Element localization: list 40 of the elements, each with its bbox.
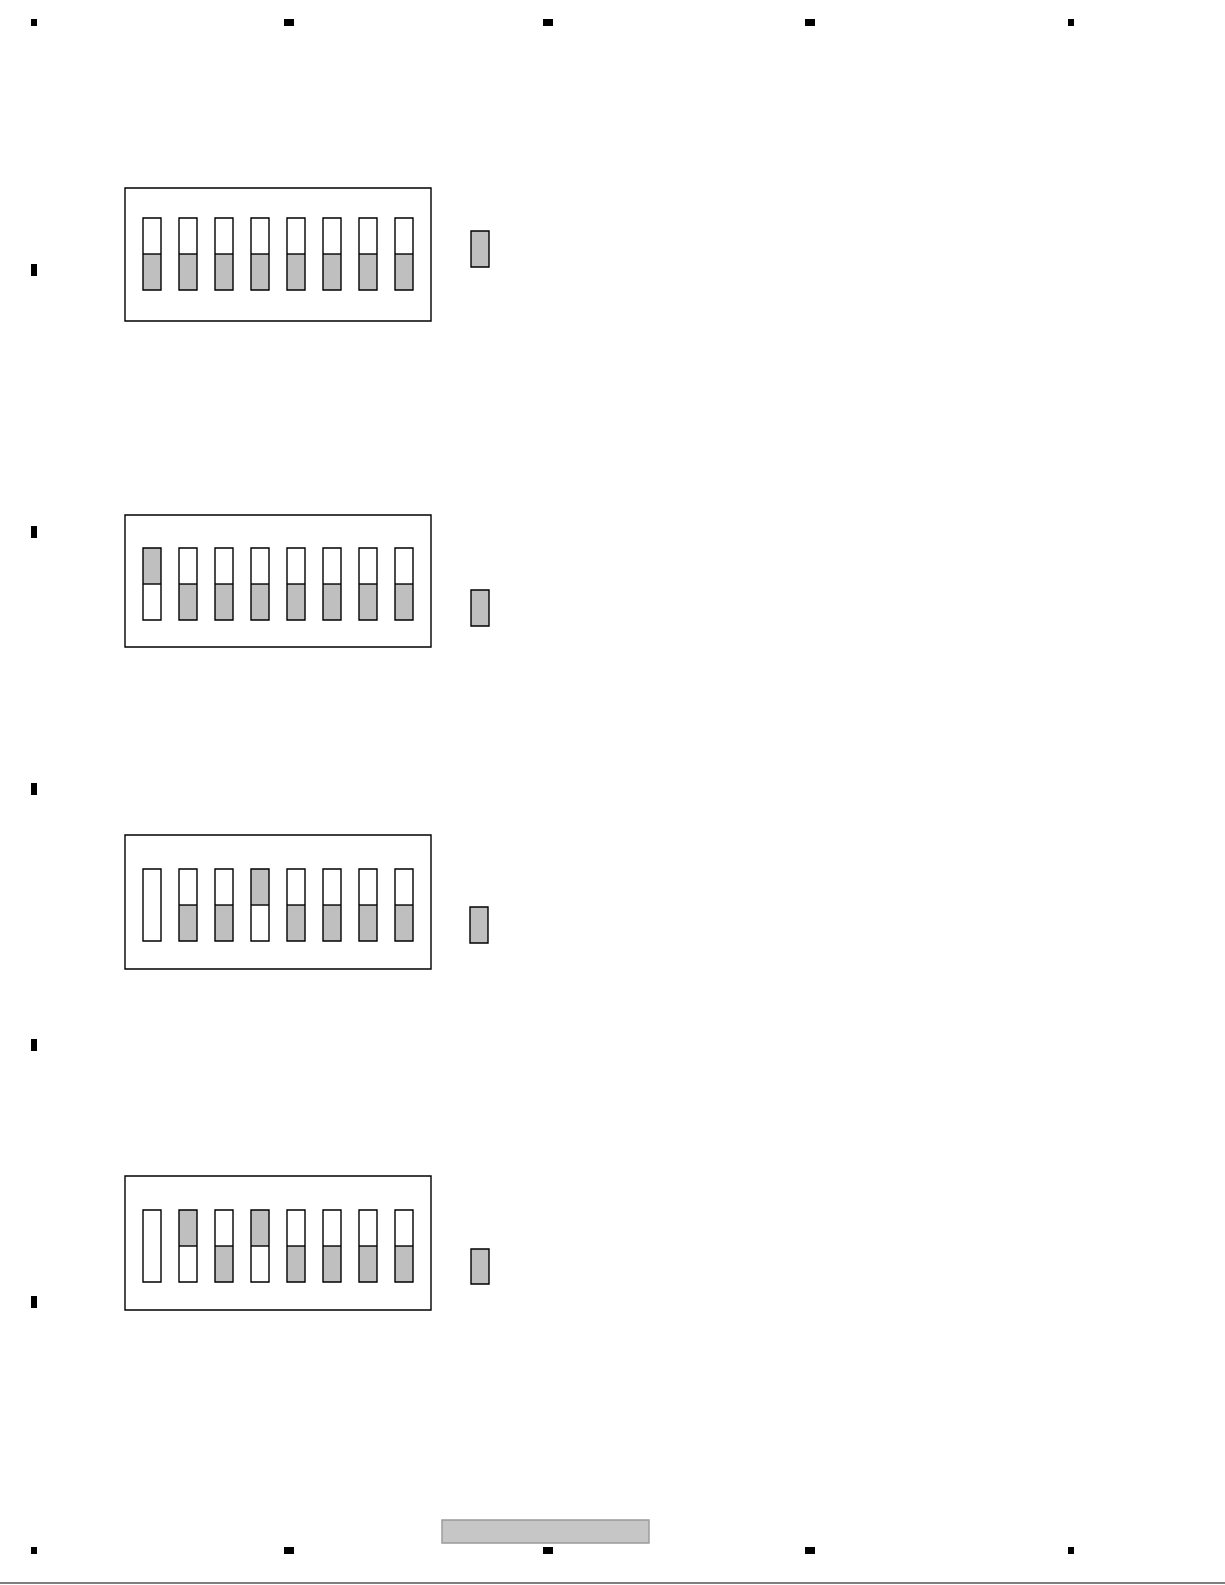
dip-switch xyxy=(142,547,162,621)
indicator xyxy=(470,1248,490,1285)
dip-switch xyxy=(322,217,342,291)
dip-switch xyxy=(142,217,162,291)
dip-switch xyxy=(394,1209,414,1283)
switch-housing xyxy=(124,1175,432,1311)
dip-switch xyxy=(358,868,378,942)
dip-switch xyxy=(250,217,270,291)
dip-switch xyxy=(322,1209,342,1283)
dip-switch xyxy=(214,547,234,621)
dip-switch xyxy=(178,547,198,621)
dip-switch xyxy=(358,1209,378,1283)
dip-switch xyxy=(394,547,414,621)
dip-switch xyxy=(286,547,306,621)
dip-switch xyxy=(394,217,414,291)
dip-switch xyxy=(178,1209,198,1283)
dip-switch xyxy=(214,217,234,291)
dip-switch xyxy=(142,868,162,942)
dip-switch xyxy=(322,868,342,942)
switch-housing xyxy=(124,187,432,322)
dip-switch xyxy=(286,217,306,291)
dip-switch xyxy=(142,1209,162,1283)
indicator xyxy=(469,906,489,944)
switch-housing xyxy=(124,514,432,648)
dip-switch xyxy=(178,868,198,942)
dip-switch xyxy=(214,1209,234,1283)
dip-switch xyxy=(394,868,414,942)
dip-switch xyxy=(178,217,198,291)
dip-switch xyxy=(358,217,378,291)
dip-switch xyxy=(250,1209,270,1283)
indicator xyxy=(470,230,490,268)
indicator xyxy=(470,589,490,627)
dip-switch xyxy=(286,1209,306,1283)
dip-switch xyxy=(214,868,234,942)
dip-switch xyxy=(286,868,306,942)
dip-switch xyxy=(322,547,342,621)
dip-switch xyxy=(250,868,270,942)
dip-switch xyxy=(358,547,378,621)
switch-housing xyxy=(124,834,432,970)
dip-switch xyxy=(250,547,270,621)
